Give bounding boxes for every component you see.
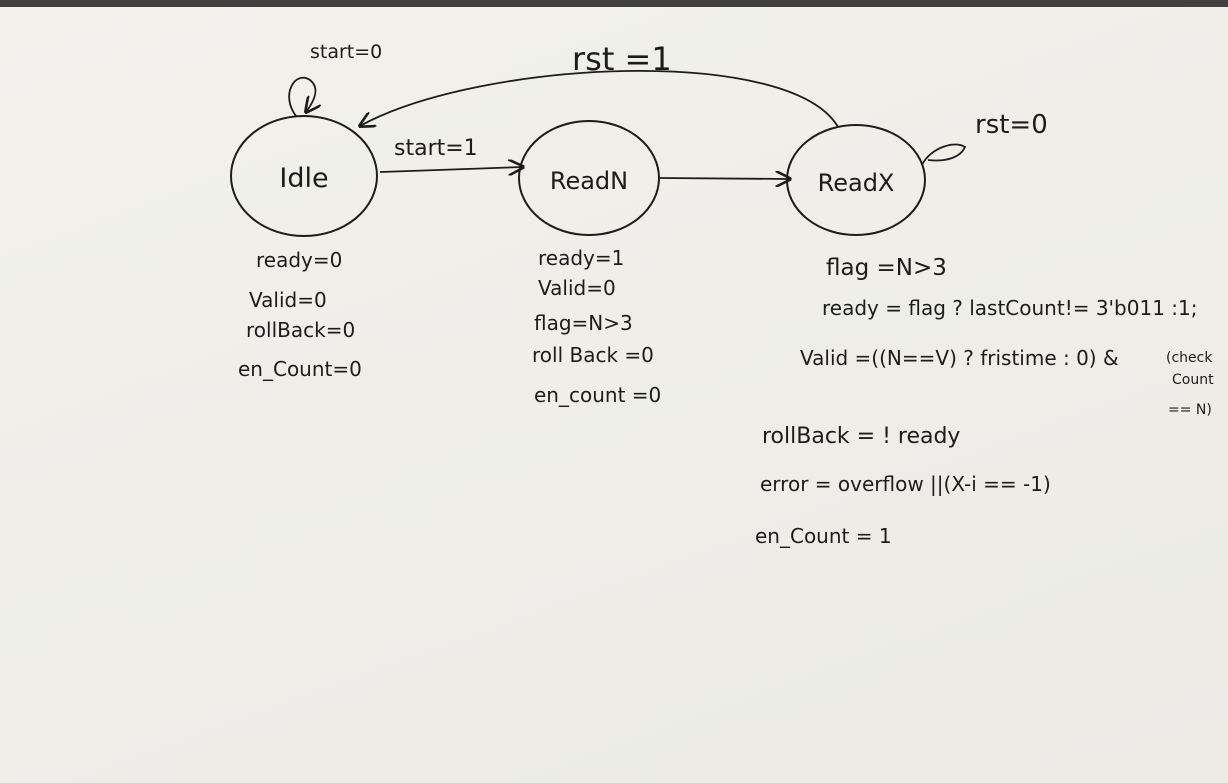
idle-output-valid: Valid=0 bbox=[249, 288, 327, 312]
readx-output-check-line2: Count bbox=[1172, 372, 1214, 388]
state-readx-label: ReadX bbox=[818, 169, 895, 197]
paper-sheet bbox=[0, 7, 1228, 783]
transition-readx-to-idle-label: rst =1 bbox=[572, 40, 672, 78]
readx-output-check-line3: == N) bbox=[1168, 402, 1212, 418]
state-readn-label: ReadN bbox=[550, 167, 628, 195]
transition-idle-to-readn-label: start=1 bbox=[394, 136, 478, 161]
readn-output-flag: flag=N>3 bbox=[534, 311, 633, 335]
readn-outputs: ready=1 Valid=0 flag=N>3 roll Back =0 en… bbox=[532, 246, 661, 407]
transition-readn-to-readx bbox=[659, 178, 790, 179]
transition-idle-self-label: start=0 bbox=[310, 41, 382, 63]
transition-readx-self-loop bbox=[921, 143, 967, 166]
state-idle-label: Idle bbox=[279, 163, 328, 194]
readx-output-check-line1: (check bbox=[1166, 350, 1213, 366]
state-readn: ReadN bbox=[518, 120, 660, 236]
readx-outputs: flag =N>3 ready = flag ? lastCount!= 3'b… bbox=[755, 255, 1214, 548]
readx-output-en-count: en_Count = 1 bbox=[755, 524, 892, 548]
readx-output-flag: flag =N>3 bbox=[826, 255, 947, 281]
readx-output-rollback: rollBack = ! ready bbox=[762, 424, 960, 449]
readx-output-ready: ready = flag ? lastCount!= 3'b011 :1; bbox=[822, 296, 1197, 320]
state-idle: Idle bbox=[230, 115, 378, 237]
idle-output-ready: ready=0 bbox=[256, 248, 342, 272]
idle-output-en-count: en_Count=0 bbox=[238, 357, 362, 381]
readn-output-valid: Valid=0 bbox=[538, 276, 616, 300]
transition-idle-self-loop bbox=[288, 77, 315, 117]
transition-readx-self-label: rst=0 bbox=[975, 110, 1048, 140]
idle-output-rollback: rollBack=0 bbox=[246, 318, 355, 342]
state-readx: ReadX bbox=[786, 124, 926, 236]
readx-output-valid: Valid =((N==V) ? fristime : 0) & bbox=[800, 346, 1119, 370]
readn-output-rollback: roll Back =0 bbox=[532, 343, 654, 367]
idle-outputs: ready=0 Valid=0 rollBack=0 en_Count=0 bbox=[238, 248, 362, 381]
transition-idle-to-readn bbox=[379, 167, 523, 172]
readx-output-error: error = overflow ||(X-i == -1) bbox=[760, 472, 1051, 496]
transition-readx-to-idle bbox=[360, 70, 839, 127]
readn-output-ready: ready=1 bbox=[538, 246, 624, 270]
readn-output-en-count: en_count =0 bbox=[534, 383, 661, 407]
window-top-bar bbox=[0, 0, 1228, 7]
